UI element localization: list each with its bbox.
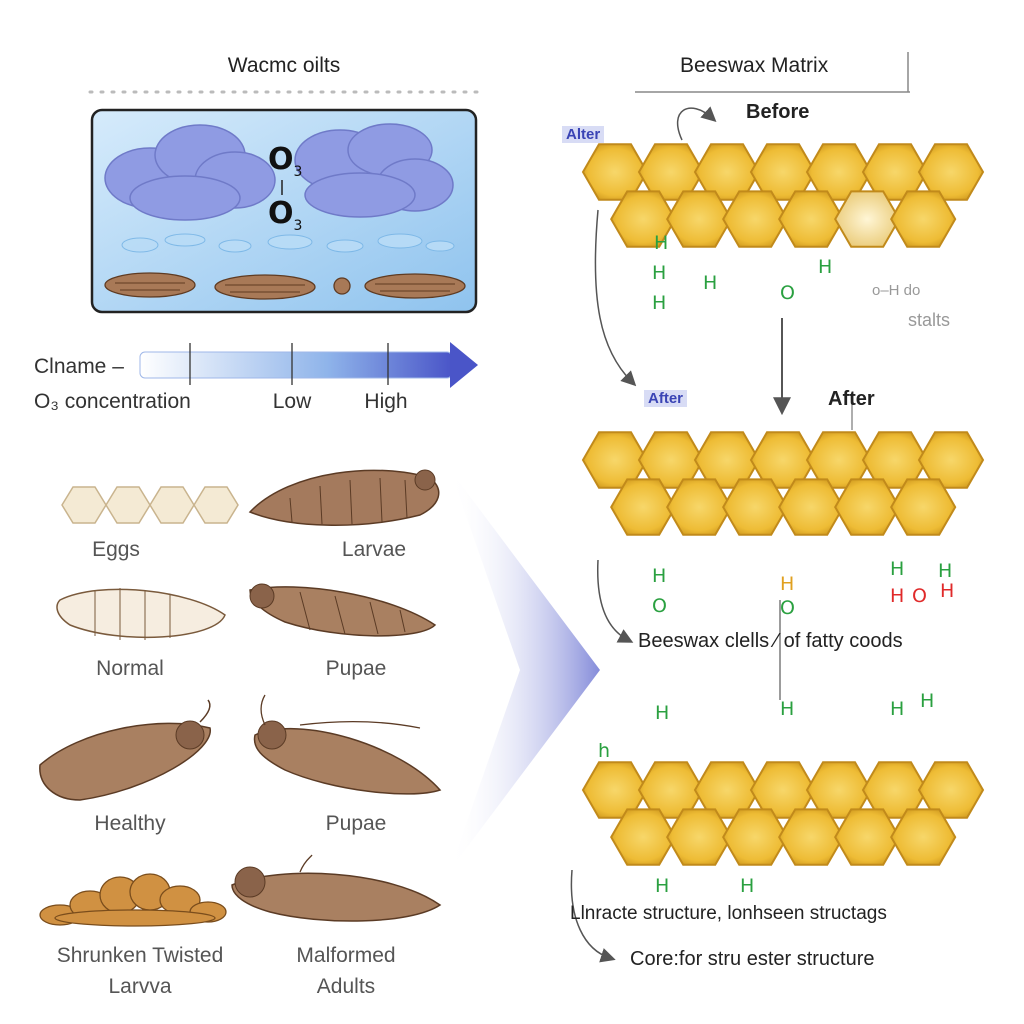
chamber-title: Wacmc oilts bbox=[227, 54, 341, 77]
pupae-illustration-2 bbox=[253, 694, 442, 795]
concentration-high: High bbox=[364, 390, 408, 413]
wax-cell bbox=[890, 190, 957, 248]
wax-cell bbox=[722, 808, 789, 866]
molecule-glyph: H bbox=[652, 262, 667, 284]
honeycomb-after bbox=[581, 431, 985, 536]
molecule-glyph: H bbox=[652, 565, 667, 587]
after-label: After bbox=[828, 388, 875, 410]
wax-cell bbox=[890, 808, 957, 866]
molecule-glyph: O bbox=[780, 597, 795, 619]
molecule-glyph: H bbox=[940, 580, 955, 602]
molecule-glyph: H bbox=[818, 256, 833, 278]
stage-label-eggs: Eggs bbox=[92, 538, 140, 561]
molecule-glyph: H bbox=[938, 560, 953, 582]
transition-chevron bbox=[450, 470, 600, 870]
wax-cell bbox=[666, 478, 733, 536]
molecule-glyph: O bbox=[780, 282, 795, 304]
caption-low: Llnracte structure, lonhseen structags bbox=[570, 903, 887, 924]
ozone-label-top: O3 bbox=[268, 142, 303, 180]
stage-label-pupae-1: Pupae bbox=[325, 657, 387, 680]
wax-cell bbox=[834, 808, 901, 866]
molecule-glyph: h bbox=[598, 740, 611, 762]
molecule-glyph: O bbox=[652, 595, 667, 617]
wax-cell bbox=[722, 478, 789, 536]
wax-cell bbox=[917, 431, 985, 489]
wax-cell bbox=[610, 190, 677, 248]
stage-label-larvae: Larvae bbox=[341, 538, 407, 561]
ozone-label-bottom: O3 bbox=[268, 196, 303, 234]
caption-bottom: Core:for stru ester structure bbox=[630, 948, 875, 970]
wax-cell bbox=[778, 190, 845, 248]
molecule-glyph: H bbox=[890, 585, 905, 607]
wax-cell bbox=[834, 478, 901, 536]
concentration-label: O₃ concentration bbox=[34, 390, 191, 413]
beeswax-title: Beeswax Matrix bbox=[680, 54, 829, 77]
stage-label-normal: Normal bbox=[96, 657, 164, 680]
ozone-subscript-bottom: 3 bbox=[293, 218, 303, 234]
larva-in-tank bbox=[104, 272, 466, 300]
concentration-arrow bbox=[139, 342, 478, 388]
stage-label-pupae-2: Pupae bbox=[325, 812, 387, 835]
wax-cell bbox=[666, 190, 733, 248]
wax-cell bbox=[778, 478, 845, 536]
caption-mid: Beeswax clells ⁄ of fatty coods bbox=[638, 630, 903, 652]
ozone-cloud-left bbox=[104, 124, 276, 221]
tag-top: Alter bbox=[562, 126, 605, 143]
wax-cell bbox=[722, 190, 789, 248]
ozone-chamber bbox=[90, 108, 478, 314]
molecule-glyph: H bbox=[740, 875, 755, 897]
wax-cell bbox=[917, 143, 985, 201]
stage-label-malformed: Malformed Adults bbox=[296, 944, 396, 998]
larvae-illustration bbox=[248, 469, 440, 526]
wax-cell bbox=[917, 761, 985, 819]
molecule-glyph: O bbox=[912, 585, 927, 607]
molecule-glyph: H bbox=[780, 698, 795, 720]
healthy-adult-illustration bbox=[39, 699, 211, 801]
honeycomb-before bbox=[581, 143, 985, 248]
pupae-illustration-1 bbox=[249, 583, 437, 637]
ozone-cloud-right bbox=[294, 123, 454, 218]
normal-pupa-illustration bbox=[56, 588, 226, 640]
concentration-prefix: Clname – bbox=[34, 355, 124, 378]
wax-cell bbox=[610, 478, 677, 536]
molecule-glyph: H bbox=[655, 702, 670, 724]
molecule-glyph: H bbox=[703, 272, 718, 294]
molecule-glyph: H bbox=[654, 232, 669, 254]
stage-label-healthy: Healthy bbox=[94, 812, 166, 835]
side-note-bottom: stalts bbox=[908, 310, 951, 330]
molecule-glyph: H bbox=[780, 573, 795, 595]
wax-cell bbox=[610, 808, 677, 866]
stage-label-shrunken: Shrunken Twisted Larvva bbox=[56, 944, 224, 998]
molecule-glyph: H bbox=[655, 875, 670, 897]
wax-cell bbox=[834, 190, 901, 248]
wax-cell bbox=[666, 808, 733, 866]
honeycomb-structure bbox=[581, 761, 985, 866]
wax-cell bbox=[890, 478, 957, 536]
side-note-top: o–H do bbox=[872, 282, 921, 299]
ozone-subscript-top: 3 bbox=[293, 164, 303, 180]
shrunken-larva-illustration bbox=[39, 873, 227, 927]
molecule-glyph: H bbox=[890, 698, 905, 720]
wax-cell bbox=[778, 808, 845, 866]
molecule-glyph: H bbox=[920, 690, 935, 712]
before-label: Before bbox=[746, 101, 810, 123]
molecule-glyph: H bbox=[652, 292, 667, 314]
malformed-adult-illustration bbox=[231, 854, 442, 922]
molecule-glyph: H bbox=[890, 558, 905, 580]
tag-mid: After bbox=[644, 390, 688, 407]
concentration-low: Low bbox=[272, 390, 312, 413]
eggs-illustration bbox=[61, 486, 239, 524]
